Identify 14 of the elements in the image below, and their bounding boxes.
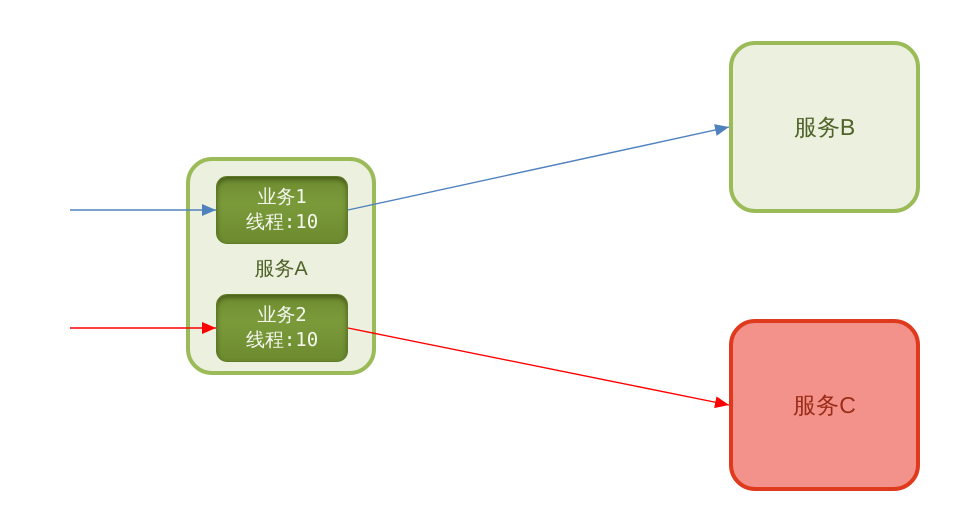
task-box [216,176,348,244]
arrow [70,204,216,216]
task-name: 业务2 [257,303,307,328]
service-box: 服务C [729,319,920,491]
thread-count: 线程:10 [246,210,318,235]
arrow [348,124,730,211]
arrow [348,327,730,408]
task-name: 业务1 [257,185,307,210]
arrow [70,322,216,334]
box-label: 服务A [253,257,309,281]
thread-count: 线程:10 [246,328,318,353]
service-box [186,157,376,375]
task-box [216,294,348,362]
service-box: 服务B [729,41,920,213]
